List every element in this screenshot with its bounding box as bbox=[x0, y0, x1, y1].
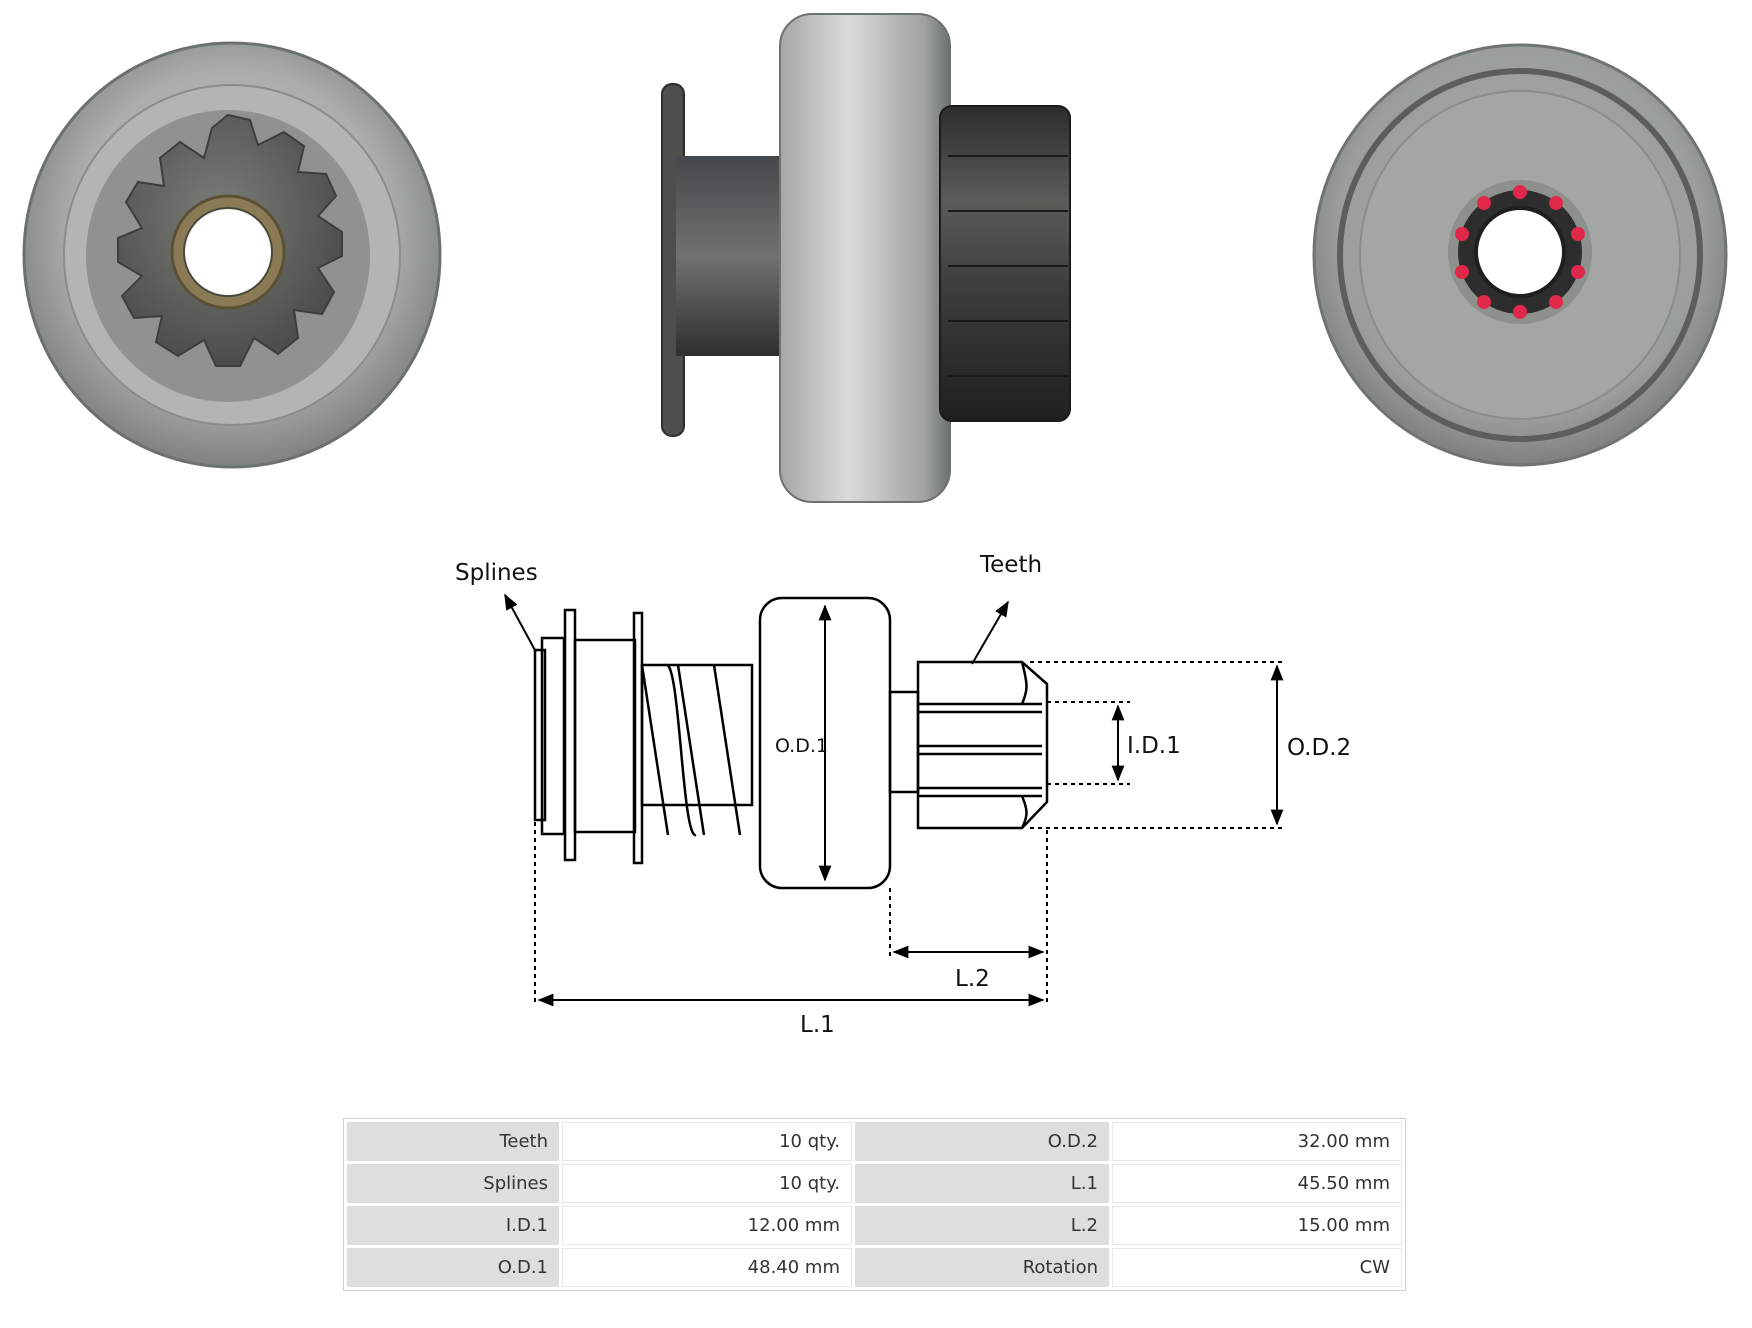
spec-label: O.D.1 bbox=[347, 1248, 559, 1287]
l2-label: L.2 bbox=[955, 966, 990, 992]
spec-label: O.D.2 bbox=[855, 1122, 1109, 1161]
table-row: Teeth 10 qty. O.D.2 32.00 mm bbox=[347, 1122, 1402, 1161]
table-row: O.D.1 48.40 mm Rotation CW bbox=[347, 1248, 1402, 1287]
od1-label: O.D.1 bbox=[775, 735, 828, 757]
spec-value: 12.00 mm bbox=[562, 1206, 852, 1245]
spec-label: L.1 bbox=[855, 1164, 1109, 1203]
spline-marks-icon bbox=[1455, 185, 1585, 319]
spec-value: 10 qty. bbox=[562, 1164, 852, 1203]
pinion-front-view-photo bbox=[22, 41, 442, 469]
od2-label: O.D.2 bbox=[1287, 735, 1351, 761]
spec-label: Rotation bbox=[855, 1248, 1109, 1287]
spec-value: 45.50 mm bbox=[1112, 1164, 1402, 1203]
l1-label: L.1 bbox=[800, 1012, 835, 1038]
teeth-leader bbox=[971, 600, 1009, 665]
spec-value: 32.00 mm bbox=[1112, 1122, 1402, 1161]
pinion-back-view-photo bbox=[1312, 43, 1728, 467]
spec-label: Splines bbox=[347, 1164, 559, 1203]
spec-label: I.D.1 bbox=[347, 1206, 559, 1245]
table-row: Splines 10 qty. L.1 45.50 mm bbox=[347, 1164, 1402, 1203]
spec-label: Teeth bbox=[347, 1122, 559, 1161]
spec-value: 48.40 mm bbox=[562, 1248, 852, 1287]
teeth-label: Teeth bbox=[979, 552, 1042, 578]
front-flange bbox=[563, 608, 577, 862]
spec-value: CW bbox=[1112, 1248, 1402, 1287]
spec-value: 15.00 mm bbox=[1112, 1206, 1402, 1245]
splines-leader bbox=[504, 593, 537, 653]
spec-value: 10 qty. bbox=[562, 1122, 852, 1161]
splines-label: Splines bbox=[455, 560, 538, 586]
spec-table: Teeth 10 qty. O.D.2 32.00 mm Splines 10 … bbox=[343, 1118, 1406, 1291]
table-row: I.D.1 12.00 mm L.2 15.00 mm bbox=[347, 1206, 1402, 1245]
dimension-diagram: Splines Teeth O.D.1 I.D.1 O.D.2 L.2 L.1 bbox=[455, 552, 1351, 1038]
id1-label: I.D.1 bbox=[1127, 733, 1181, 759]
splines-end bbox=[533, 648, 547, 822]
starter-drive-side-view-photo bbox=[661, 13, 1071, 503]
spec-label: L.2 bbox=[855, 1206, 1109, 1245]
